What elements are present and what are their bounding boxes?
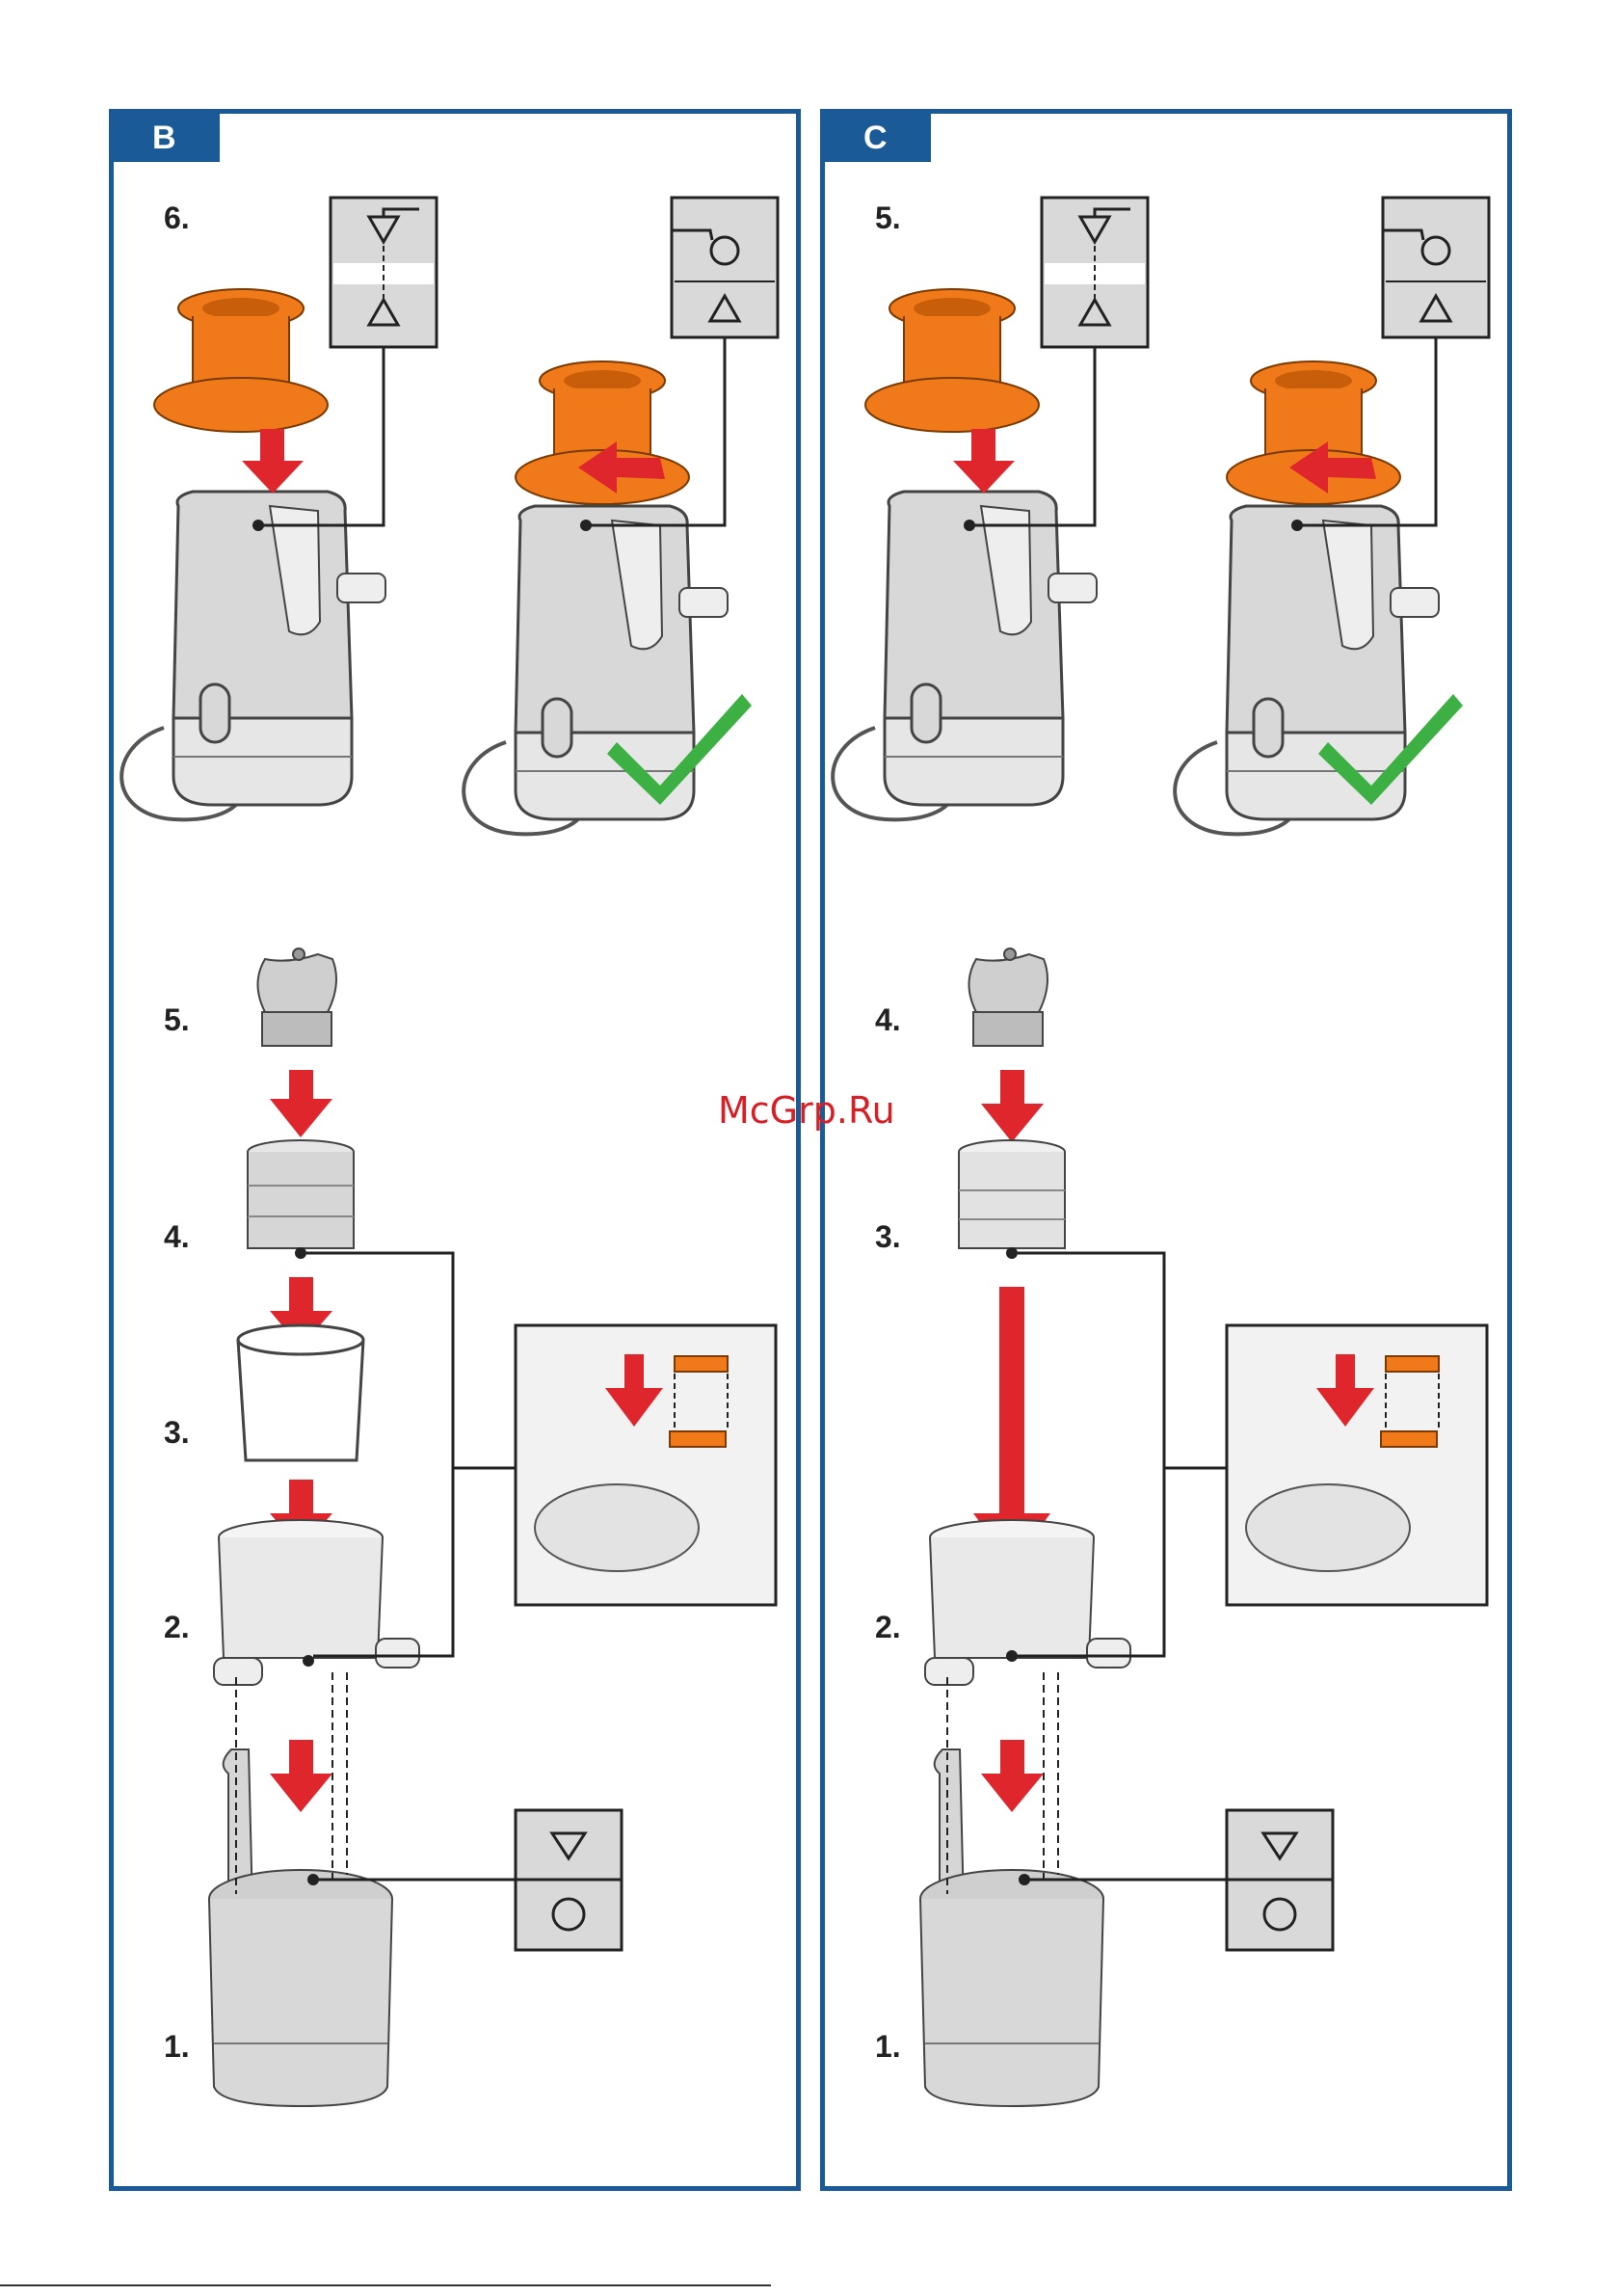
- connector-dot: [964, 520, 975, 531]
- arrow-down-icon: [981, 1740, 1044, 1812]
- arrow-down-icon: [270, 1070, 332, 1137]
- panel-b-juicer-right: [464, 506, 728, 834]
- lock-symbol-icon: [331, 198, 437, 347]
- connector-dot: [252, 520, 264, 531]
- connector-dot: [295, 1247, 306, 1259]
- panel-b-juicer-left: [121, 492, 385, 819]
- panel-b-zoom-detail: [516, 1325, 776, 1605]
- triangle-circle-icon: [1227, 1810, 1333, 1950]
- panel-c-auger: [969, 948, 1048, 1046]
- arrow-down-icon: [270, 1740, 332, 1812]
- triangle-circle-icon: [516, 1810, 622, 1950]
- connector-dot: [1006, 1650, 1018, 1662]
- panel-c-juicer-left: [833, 492, 1097, 819]
- panel-c-hopper-left: [865, 289, 1039, 432]
- unlock-symbol-icon: [672, 198, 778, 337]
- panel-c-zoom-detail: [1227, 1325, 1487, 1605]
- panel-b-hopper-left: [154, 289, 328, 432]
- panel-b-strainer: [248, 1140, 354, 1248]
- panel-c-juice-bowl: [925, 1520, 1130, 1685]
- watermark: McGrp.Ru: [718, 1089, 895, 1132]
- panel-b-juice-bowl: [214, 1520, 419, 1685]
- panel-c-juicer-right: [1175, 506, 1439, 834]
- footer-rule: [0, 2284, 771, 2286]
- connector-dot: [1006, 1247, 1018, 1259]
- connector-dot: [303, 1655, 314, 1667]
- arrow-down-icon: [981, 1070, 1044, 1142]
- connector-dot: [580, 520, 592, 531]
- unlock-symbol-icon: [1383, 198, 1489, 337]
- arrow-down-icon: [953, 429, 1015, 494]
- arrow-down-icon: [242, 429, 304, 494]
- connector-dot: [1291, 520, 1303, 531]
- lock-symbol-icon: [1042, 198, 1148, 347]
- panel-c-sieve: [959, 1140, 1065, 1248]
- panel-b-brush-holder: [238, 1325, 363, 1460]
- panel-b-auger: [258, 948, 337, 1046]
